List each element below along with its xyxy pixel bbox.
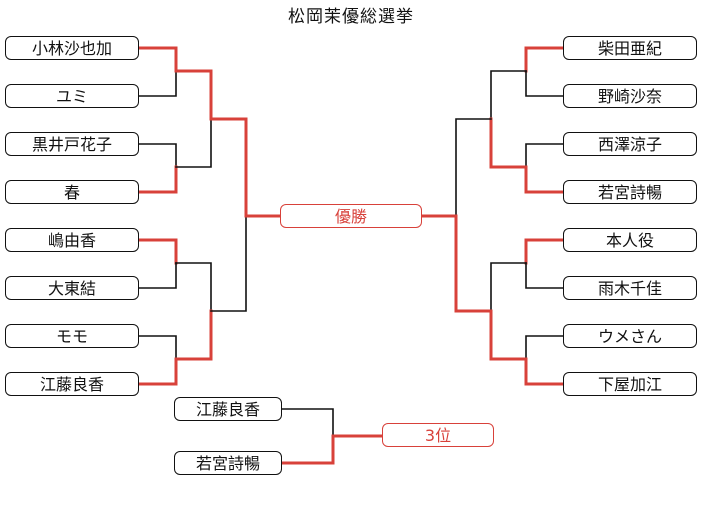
- entry-left-3: 黒井戸花子: [5, 132, 139, 156]
- third-place-entry-1: 江藤良香: [174, 397, 282, 421]
- bracket-line-20: [524, 238, 565, 265]
- entry-right-2: 野崎沙奈: [563, 84, 697, 108]
- bracket-line-16: [524, 46, 565, 73]
- bracket-line-12: [174, 309, 213, 361]
- entry-right-4: 若宮詩暢: [563, 180, 697, 204]
- bracket-line-22: [525, 335, 564, 360]
- bracket-line-24: [490, 70, 527, 120]
- bracket-line-14: [210, 215, 247, 312]
- bracket-line-7: [138, 335, 177, 360]
- bracket-line-3: [138, 143, 177, 168]
- entry-right-3: 西澤涼子: [563, 132, 697, 156]
- bracket-line-32: [280, 434, 335, 465]
- entry-right-5: 本人役: [563, 228, 697, 252]
- bracket-line-18: [525, 143, 564, 168]
- bracket-line-31: [281, 408, 334, 437]
- bracket-line-4: [137, 165, 178, 194]
- bracket-line-28: [455, 118, 492, 217]
- entry-left-1: 小林沙也加: [5, 36, 139, 60]
- entry-right-1: 柴田亜紀: [563, 36, 697, 60]
- bracket-line-11: [175, 262, 212, 312]
- entry-right-6: 雨木千佳: [563, 276, 697, 300]
- entry-left-2: ユミ: [5, 84, 139, 108]
- bracket-line-6: [138, 262, 177, 289]
- bracket-line-1: [137, 46, 178, 73]
- bracket-line-5: [137, 238, 178, 265]
- champion-box: 優勝: [280, 204, 422, 228]
- bracket-line-25: [489, 117, 528, 169]
- entry-right-8: 下屋加江: [563, 372, 697, 396]
- entry-left-7: モモ: [5, 324, 139, 348]
- entry-left-5: 嶋由香: [5, 228, 139, 252]
- entry-left-6: 大東結: [5, 276, 139, 300]
- bracket-line-17: [525, 70, 564, 97]
- third-place-entry-2: 若宮詩暢: [174, 451, 282, 475]
- entry-right-7: ウメさん: [563, 324, 697, 348]
- bracket-line-8: [137, 357, 178, 386]
- page-title: 松岡茉優総選挙: [288, 7, 414, 27]
- bracket-line-9: [174, 69, 213, 121]
- bracket-line-10: [175, 118, 212, 168]
- entry-left-4: 春: [5, 180, 139, 204]
- bracket-line-2: [138, 70, 177, 97]
- bracket-line-23: [524, 357, 565, 386]
- bracket-line-27: [489, 309, 528, 361]
- bracket-line-13: [209, 117, 248, 218]
- bracket-line-19: [524, 165, 565, 194]
- bracket-line-21: [525, 262, 564, 289]
- bracket-line-26: [490, 262, 527, 312]
- third-place-box: 3位: [382, 423, 494, 447]
- entry-left-8: 江藤良香: [5, 372, 139, 396]
- bracket-line-29: [454, 214, 493, 313]
